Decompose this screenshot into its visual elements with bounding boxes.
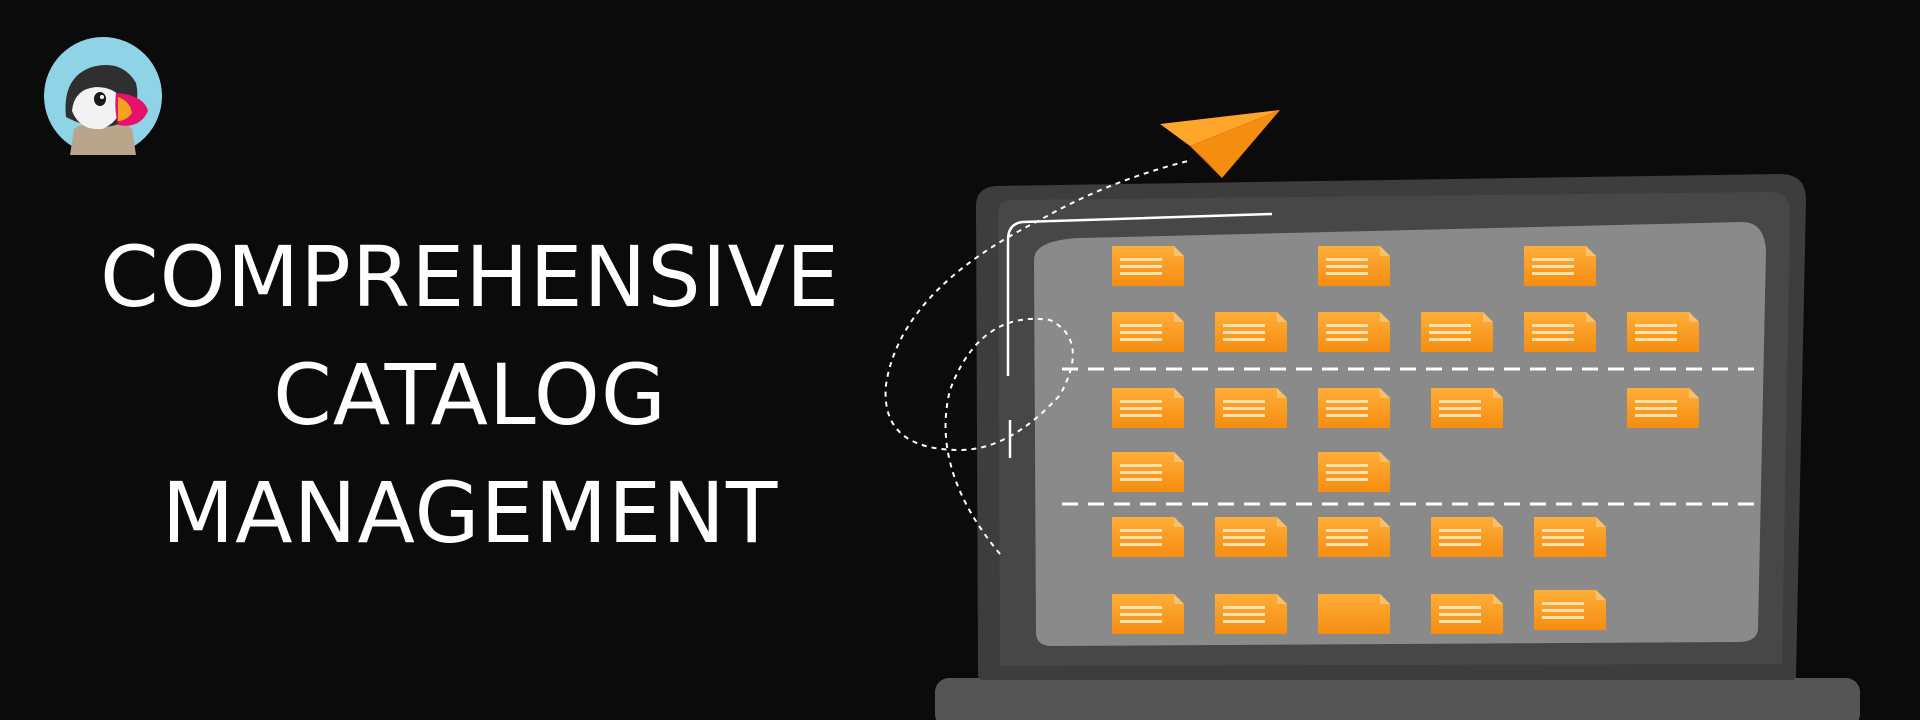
laptop-base [935,678,1860,720]
paper-plane-icon [1160,110,1280,178]
folder-icon [1112,594,1184,634]
folder-icon [1112,246,1184,286]
folder-icon [1421,312,1493,352]
puffin-logo-icon [44,37,162,155]
headline: COMPREHENSIVE CATALOG MANAGEMENT [60,218,880,572]
folder-icon [1524,312,1596,352]
folder-icon [1215,388,1287,428]
folder-icon [1431,517,1503,557]
flight-path [884,159,1193,555]
folder-icon [1534,590,1606,630]
folder-icon [1318,517,1390,557]
headline-line-2: CATALOG [273,346,667,444]
folder-icon [1627,312,1699,352]
folder-icon [1112,452,1184,492]
folder-icon [1112,312,1184,352]
folder-icon [1431,388,1503,428]
folder-icon [1524,246,1596,286]
folder-icon [1215,594,1287,634]
folder-icon [1627,388,1699,428]
folder-icon [1318,246,1390,286]
folder-icon [1112,517,1184,557]
folder-icon [1318,388,1390,428]
folder-icon [1215,517,1287,557]
folder-icon [1318,594,1390,634]
accent-line [1006,212,1273,376]
folder-icon [1431,594,1503,634]
headline-line-3: MANAGEMENT [161,464,779,562]
headline-line-1: COMPREHENSIVE [99,228,841,326]
folder-icon [1215,312,1287,352]
folder-icon [1112,388,1184,428]
folder-icon [1318,312,1390,352]
folder-icon [1318,452,1390,492]
folder-icon [1534,517,1606,557]
